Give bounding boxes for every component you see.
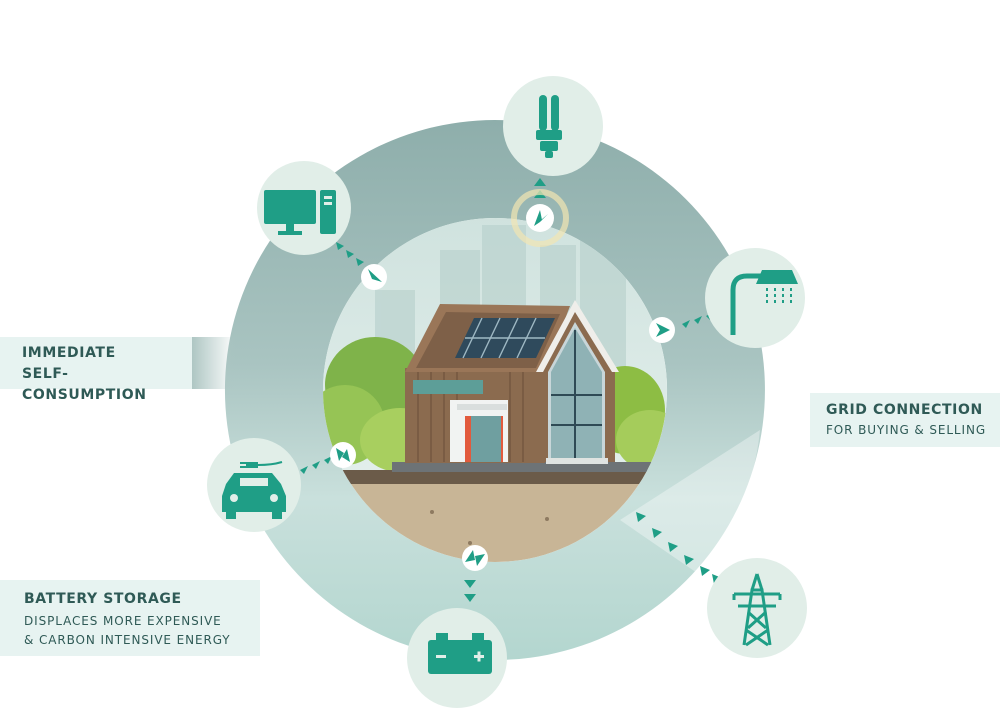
label-immediate-self-consumption: IMMEDIATE SELF-CONSUMPTION [0, 337, 236, 403]
electric-car-icon [222, 461, 286, 519]
label-grid-subtitle: FOR BUYING & SELLING [826, 423, 987, 437]
label-battery-line1: DISPLACES MORE EXPENSIVE [24, 614, 222, 628]
label-battery-storage: BATTERY STORAGE DISPLACES MORE EXPENSIVE… [0, 580, 260, 656]
node-power-pylon [707, 558, 807, 658]
label-immediate-line2: SELF-CONSUMPTION [22, 366, 147, 403]
node-electric-car [207, 438, 301, 532]
node-street-lamp [705, 248, 805, 348]
node-light-bulb [503, 76, 603, 176]
power-pylon-icon [732, 573, 782, 647]
flow-badges [330, 189, 675, 571]
street-lamp-icon [730, 270, 798, 335]
house-scene [323, 218, 667, 562]
computer-icon [264, 190, 336, 235]
battery-icon [428, 633, 492, 674]
label-immediate-tab [192, 337, 236, 389]
label-grid-title: GRID CONNECTION [826, 402, 983, 418]
node-computer [257, 161, 351, 255]
label-immediate-line1: IMMEDIATE [22, 345, 116, 361]
solar-panels [455, 317, 555, 359]
node-battery [407, 608, 507, 708]
label-grid-connection: GRID CONNECTION FOR BUYING & SELLING [810, 393, 1000, 447]
label-battery-line2: & CARBON INTENSIVE ENERGY [24, 633, 231, 647]
energy-ring [224, 120, 765, 660]
light-bulb-icon [536, 95, 562, 158]
house [405, 300, 619, 464]
label-battery-title: BATTERY STORAGE [24, 591, 182, 607]
label-immediate-title: IMMEDIATE SELF-CONSUMPTION [22, 343, 192, 406]
